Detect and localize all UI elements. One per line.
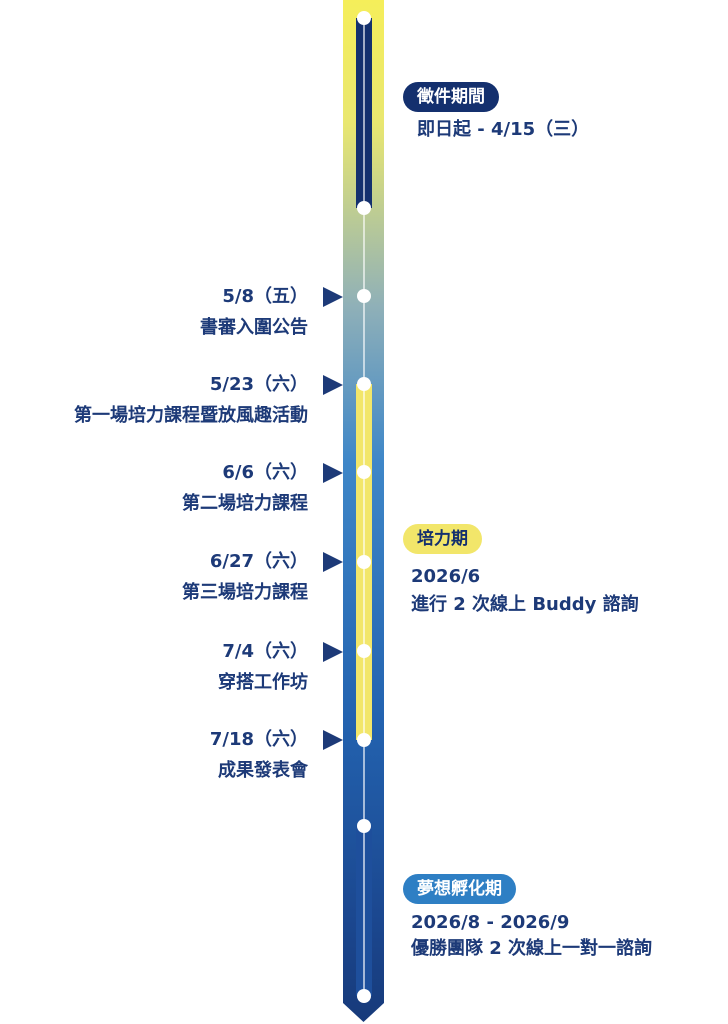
event-item: 7/4（六） 穿搭工作坊 <box>218 636 308 698</box>
event-title: 第三場培力課程 <box>182 582 308 603</box>
phase-incubation-desc: 優勝團隊 2 次線上一對一諮詢 <box>411 938 653 959</box>
node <box>357 465 371 479</box>
event-item: 6/6（六） 第二場培力課程 <box>182 457 308 519</box>
event-date: 7/4（六） <box>222 641 308 662</box>
event-date: 5/8（五） <box>222 286 308 307</box>
event-date: 5/23（六） <box>209 374 308 395</box>
event-title: 穿搭工作坊 <box>218 672 308 693</box>
event-item: 5/23（六） 第一場培力課程暨放風趣活動 <box>74 369 308 431</box>
node <box>357 733 371 747</box>
node <box>357 819 371 833</box>
node <box>357 201 371 215</box>
event-date: 7/18（六） <box>209 729 308 750</box>
phase-training-desc: 進行 2 次線上 Buddy 諮詢 <box>411 594 639 615</box>
phase-call-dates: 即日起 - 4/15（三） <box>417 119 590 140</box>
node <box>357 11 371 25</box>
node <box>357 555 371 569</box>
node <box>357 289 371 303</box>
event-item: 6/27（六） 第三場培力課程 <box>182 546 308 608</box>
node <box>357 989 371 1003</box>
phase-call-label: 徵件期間 <box>403 82 499 112</box>
event-title: 第二場培力課程 <box>182 493 308 514</box>
arrow-right-icon <box>323 463 343 483</box>
phase-training-date: 2026/6 <box>411 566 481 587</box>
phase-incubation-label: 夢想孵化期 <box>403 874 516 904</box>
arrow-right-icon <box>323 730 343 750</box>
node <box>357 644 371 658</box>
arrow-right-icon <box>323 642 343 662</box>
node <box>357 377 371 391</box>
phase-training-label: 培力期 <box>403 524 482 554</box>
event-item: 7/18（六） 成果發表會 <box>210 724 308 786</box>
arrow-right-icon <box>323 375 343 395</box>
phase-incubation-dates: 2026/8 - 2026/9 <box>411 912 570 933</box>
arrow-right-icon <box>323 287 343 307</box>
event-title: 第一場培力課程暨放風趣活動 <box>74 405 308 426</box>
event-title: 書審入圍公告 <box>200 317 308 338</box>
event-title: 成果發表會 <box>218 760 308 781</box>
event-item: 5/8（五） 書審入圍公告 <box>200 281 308 343</box>
arrow-right-icon <box>323 552 343 572</box>
event-date: 6/27（六） <box>209 551 308 572</box>
event-date: 6/6（六） <box>222 462 308 483</box>
